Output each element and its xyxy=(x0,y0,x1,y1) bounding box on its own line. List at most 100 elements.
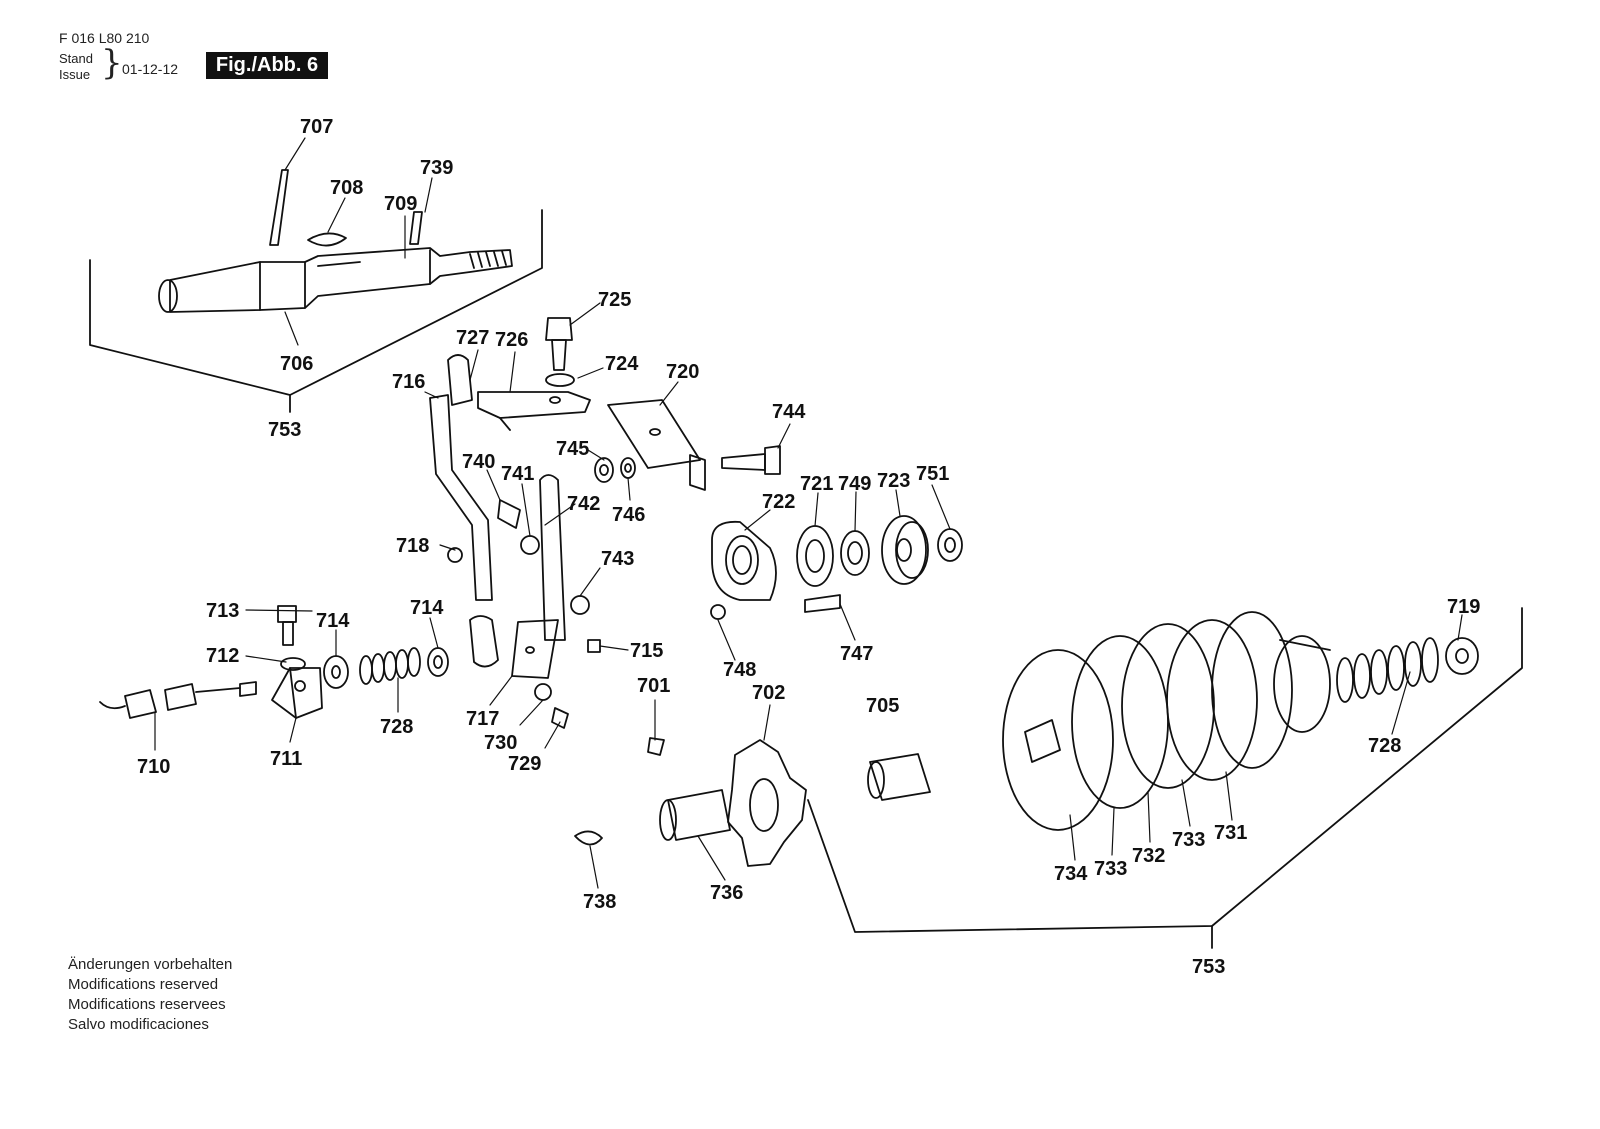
label-729: 729 xyxy=(508,753,541,775)
label-711: 711 xyxy=(270,748,302,770)
pin-701 xyxy=(647,737,665,756)
note-spanish: Salvo modificaciones xyxy=(68,1016,209,1033)
label-728-left: 728 xyxy=(380,716,413,738)
issue-date: 01-12-12 xyxy=(122,61,179,77)
label-717: 717 xyxy=(466,708,499,730)
label-749: 749 xyxy=(838,473,871,495)
bracket-711 xyxy=(271,667,323,719)
disc-732 xyxy=(1121,623,1215,789)
label-713: 713 xyxy=(206,600,239,622)
key-738 xyxy=(574,830,603,846)
part-labels: 707 708 709 739 706 753 725 727 726 724 … xyxy=(137,116,1480,978)
stand-label: Stand xyxy=(59,51,93,66)
document-number: F 016 L80 210 xyxy=(59,30,150,46)
label-702: 702 xyxy=(752,682,785,704)
label-736: 736 xyxy=(710,882,743,904)
label-707: 707 xyxy=(300,116,333,138)
label-732: 732 xyxy=(1132,845,1165,867)
label-740: 740 xyxy=(462,451,495,473)
screw-715 xyxy=(587,639,601,653)
label-726: 726 xyxy=(495,329,528,351)
label-733-left: 733 xyxy=(1094,858,1127,880)
label-725: 725 xyxy=(598,289,631,311)
note-german: Änderungen vorbehalten xyxy=(68,956,233,973)
leaders-upper xyxy=(284,137,433,346)
label-734: 734 xyxy=(1054,863,1088,885)
disc-734 xyxy=(1002,649,1114,831)
gear-723 xyxy=(881,515,929,585)
label-709: 709 xyxy=(384,193,417,215)
nut-741 xyxy=(520,535,540,555)
nut-714a xyxy=(323,655,349,689)
label-718: 718 xyxy=(396,535,429,557)
angle-bracket-720 xyxy=(607,399,706,491)
label-722: 722 xyxy=(762,491,795,513)
label-742: 742 xyxy=(567,493,600,515)
brace-glyph: } xyxy=(101,43,123,83)
bolt-713 xyxy=(277,605,297,646)
note-french: Modifications reservees xyxy=(68,996,226,1013)
label-715: 715 xyxy=(630,640,663,662)
screw-729 xyxy=(551,707,569,729)
label-741: 741 xyxy=(501,463,534,485)
shaft-709 xyxy=(158,247,513,313)
screw-740 xyxy=(497,499,521,529)
nut-714b xyxy=(427,647,449,677)
label-719: 719 xyxy=(1447,596,1480,618)
pin-739 xyxy=(409,211,423,245)
label-739: 739 xyxy=(420,157,453,179)
bolt-744 xyxy=(721,445,781,475)
ring-749 xyxy=(840,530,870,576)
label-743: 743 xyxy=(601,548,634,570)
disc-731 xyxy=(1211,611,1293,769)
label-730: 730 xyxy=(484,732,517,754)
label-731: 731 xyxy=(1214,822,1247,844)
nut-748 xyxy=(710,604,726,620)
issue-label: Issue xyxy=(59,67,91,82)
plate-726 xyxy=(477,391,591,431)
disc-733a xyxy=(1071,635,1169,809)
label-745: 745 xyxy=(556,438,589,460)
label-733-right: 733 xyxy=(1172,829,1205,851)
bearing-721 xyxy=(796,525,834,587)
sleeve-705 xyxy=(867,753,931,801)
label-724: 724 xyxy=(605,353,639,375)
leaders-misc xyxy=(154,302,1463,889)
spring-728a xyxy=(359,647,421,685)
nut-751 xyxy=(937,528,963,562)
nut-745 xyxy=(594,457,614,483)
label-721: 721 xyxy=(800,473,833,495)
disc-733b xyxy=(1166,619,1258,781)
washer-712 xyxy=(280,657,306,671)
bracket-716 xyxy=(429,354,499,668)
label-738: 738 xyxy=(583,891,616,913)
note-english: Modifications reserved xyxy=(68,976,219,993)
label-744: 744 xyxy=(772,401,806,423)
flange-722 xyxy=(711,520,777,601)
hub xyxy=(1273,635,1331,733)
label-716: 716 xyxy=(392,371,425,393)
label-714-right: 714 xyxy=(410,597,444,619)
nut-743 xyxy=(570,595,590,615)
label-701: 701 xyxy=(637,675,670,697)
label-714-left: 714 xyxy=(316,610,350,632)
washer-746 xyxy=(620,457,636,479)
label-753-lower: 753 xyxy=(1192,956,1225,978)
label-751: 751 xyxy=(916,463,949,485)
sleeve-736 xyxy=(659,789,731,841)
screw-747 xyxy=(804,594,841,613)
label-723: 723 xyxy=(877,470,910,492)
pin-707 xyxy=(269,169,289,246)
label-746: 746 xyxy=(612,504,645,526)
key-708 xyxy=(307,232,347,247)
label-728-right: 728 xyxy=(1368,735,1401,757)
label-705: 705 xyxy=(866,695,899,717)
bolt-725 xyxy=(545,317,573,371)
label-748: 748 xyxy=(723,659,756,681)
washer-724 xyxy=(545,373,575,387)
figure-number-badge: Fig./Abb. 6 xyxy=(206,52,328,79)
footer-notes: Änderungen vorbehalten Modifications res… xyxy=(68,955,232,1035)
label-727: 727 xyxy=(456,327,489,349)
washer-730 xyxy=(534,683,552,701)
